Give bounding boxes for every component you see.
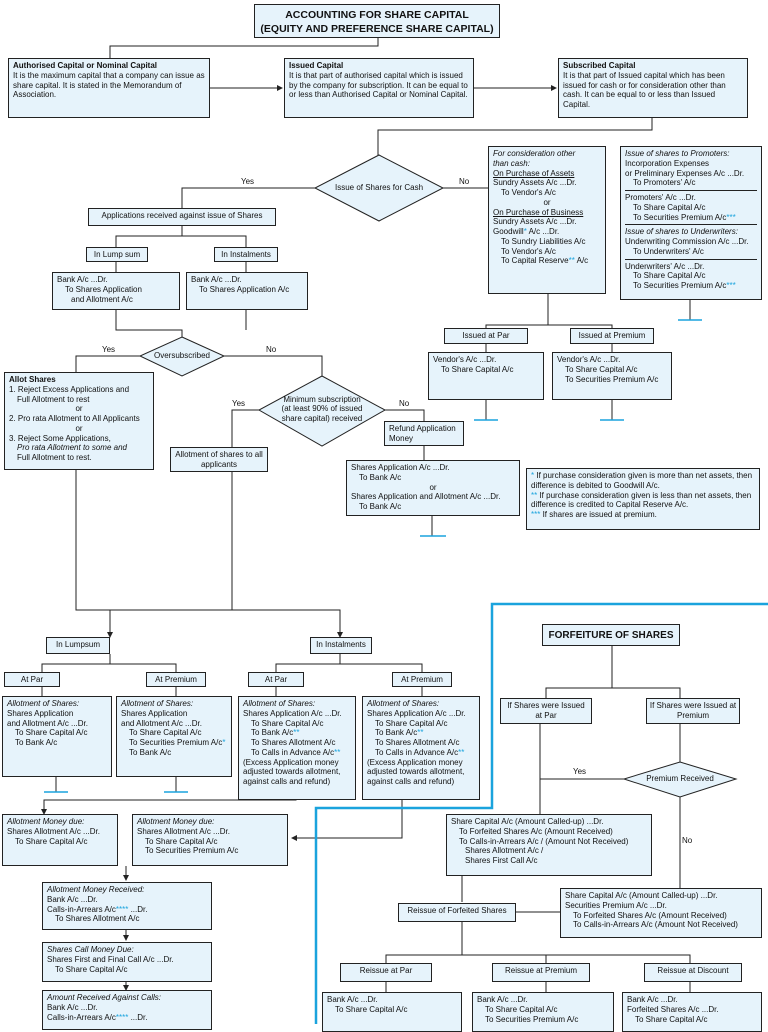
footnote-marker: ** (417, 728, 424, 738)
at-par-lump-box: At Par (4, 672, 60, 687)
allot-received-entry: Allotment Money Received: Bank A/c ...Dr… (42, 882, 212, 930)
lump-sum-box: In Lump sum (86, 247, 148, 262)
reissue-par-entry: Bank A/c ...Dr. To Share Capital A/c (322, 992, 462, 1032)
diamond-premium-received (622, 761, 738, 798)
refund-money-box: Refund Application Money (384, 421, 464, 446)
inst-premium-entry: Allotment of Shares: Shares Application … (362, 696, 480, 800)
allot-due-par-entry: Allotment Money due: Shares Allotment A/… (2, 814, 118, 866)
reissue-discount-box: Reissue at Discount (644, 963, 742, 982)
at-premium-lump-box: At Premium (146, 672, 206, 687)
refund-entry: Shares Application A/c ...Dr. To Bank A/… (346, 460, 520, 516)
forfeit-premium-entry: Share Capital A/c (Amount Called-up) ...… (560, 888, 762, 938)
inst-par-entry: Allotment of Shares: Shares Application … (238, 696, 356, 800)
footnote-marker: * (222, 738, 226, 747)
footnote-marker: **** (115, 904, 129, 914)
footnote-marker: * (531, 471, 535, 480)
footnote-marker: ** (568, 256, 575, 266)
issued-at-premium-box: Issued at Premium (570, 328, 654, 344)
footnotes-box: * If purchase consideration given is mor… (526, 468, 760, 530)
yes-label: Yes (241, 177, 255, 186)
in-lumpsum-box: In Lumpsum (46, 637, 110, 654)
in-instalments-box: In Instalments (310, 637, 372, 654)
issued-par-forfeit-box: If Shares were Issued at Par (500, 698, 592, 724)
authorised-capital-box: Authorised Capital or Nominal Capital It… (8, 58, 210, 118)
lump-premium-entry: Allotment of Shares: Shares Application … (116, 696, 232, 777)
oversubscribed-label: Oversubscribed (153, 351, 211, 361)
yes-label: Yes (102, 345, 116, 354)
footnote-marker: *** (726, 281, 736, 290)
minimum-subscription-label: Minimum subscription (at least 90% of is… (281, 394, 363, 423)
premium-received-label: Premium Received (646, 774, 714, 784)
footnote-marker: *** (726, 212, 736, 222)
call-due-entry: Shares Call Money Due: Shares First and … (42, 942, 212, 982)
lump-par-entry: Allotment of Shares: Shares Application … (2, 696, 112, 777)
footnote-marker: ** (334, 747, 341, 757)
instalments-entry: Bank A/c ...Dr. To Shares Application A/… (186, 272, 308, 310)
allot-shares-box: Allot Shares 1. Reject Excess Applicatio… (4, 372, 154, 470)
footnote-marker: **** (115, 1012, 129, 1022)
at-par-inst-box: At Par (248, 672, 304, 687)
footnote-marker: ** (458, 747, 465, 757)
subscribed-capital-box: Subscribed Capital It is that part of Is… (558, 58, 748, 118)
applications-received-box: Applications received against issue of S… (88, 208, 276, 226)
no-label: No (399, 399, 410, 408)
issued-capital-box: Issued Capital It is that part of author… (284, 58, 474, 118)
no-label: No (459, 177, 470, 186)
footnote-marker: * (523, 227, 527, 236)
allot-due-premium-entry: Allotment Money due: Shares Allotment A/… (132, 814, 288, 866)
diamond-oversubscribed (138, 336, 226, 377)
diamond-issue-for-cash (313, 154, 445, 222)
lump-sum-entry: Bank A/c ...Dr. To Shares Application an… (52, 272, 180, 310)
other-than-cash-entry: For consideration other than cash: On Pu… (488, 146, 606, 294)
issue-for-cash-label: Issue of Shares for Cash (334, 183, 424, 193)
reissue-premium-box: Reissue at Premium (492, 963, 590, 982)
reissue-forfeited-box: Reissue of Forfeited Shares (398, 903, 516, 922)
no-label: No (682, 836, 693, 845)
footnote-marker: ** (293, 728, 300, 738)
footnote-marker: *** (531, 510, 541, 519)
vendor-premium-entry: Vendor's A/c ...Dr. To Share Capital A/c… (552, 352, 672, 400)
at-premium-inst-box: At Premium (392, 672, 452, 687)
vendor-par-entry: Vendor's A/c ...Dr. To Share Capital A/c (428, 352, 544, 400)
forfeiture-heading: FORFEITURE OF SHARES (542, 624, 680, 646)
issued-at-par-box: Issued at Par (444, 328, 528, 344)
reissue-discount-entry: Bank A/c ...Dr. Forfeited Shares A/c ...… (622, 992, 762, 1032)
allotment-all-box: Allotment of shares to all applicants (170, 447, 268, 472)
diamond-minimum-subscription (257, 375, 387, 447)
promoters-underwriters-entry: Issue of shares to Promoters: Incorporat… (620, 146, 762, 300)
no-label: No (266, 345, 277, 354)
calls-received-entry: Amount Received Against Calls: Bank A/c … (42, 990, 212, 1030)
yes-label: Yes (573, 767, 587, 776)
instalments-box: In Instalments (214, 247, 278, 262)
reissue-par-box: Reissue at Par (340, 963, 432, 982)
forfeit-par-entry: Share Capital A/c (Amount Called-up) ...… (446, 814, 652, 876)
page-title: ACCOUNTING FOR SHARE CAPITAL (EQUITY AND… (254, 4, 500, 38)
issued-premium-forfeit-box: If Shares were Issued at Premium (646, 698, 740, 724)
yes-label: Yes (232, 399, 246, 408)
reissue-premium-entry: Bank A/c ...Dr. To Share Capital A/c To … (472, 992, 614, 1032)
footnote-marker: ** (531, 490, 538, 500)
